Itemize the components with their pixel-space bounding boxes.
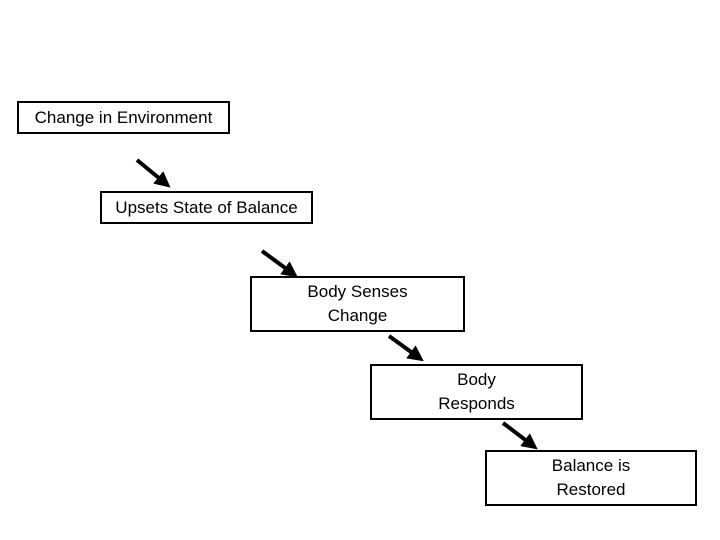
step-body-senses-change: Body Senses Change <box>250 276 465 332</box>
step-body-responds: Body Responds <box>370 364 583 420</box>
step-upsets-state-of-balance: Upsets State of Balance <box>100 191 313 224</box>
arrow-4-icon <box>501 421 538 450</box>
step-balance-is-restored: Balance is Restored <box>485 450 697 506</box>
arrow-1-icon <box>135 158 171 188</box>
step-change-in-environment: Change in Environment <box>17 101 230 134</box>
arrow-2-icon <box>260 249 298 278</box>
arrow-3-icon <box>387 334 424 362</box>
